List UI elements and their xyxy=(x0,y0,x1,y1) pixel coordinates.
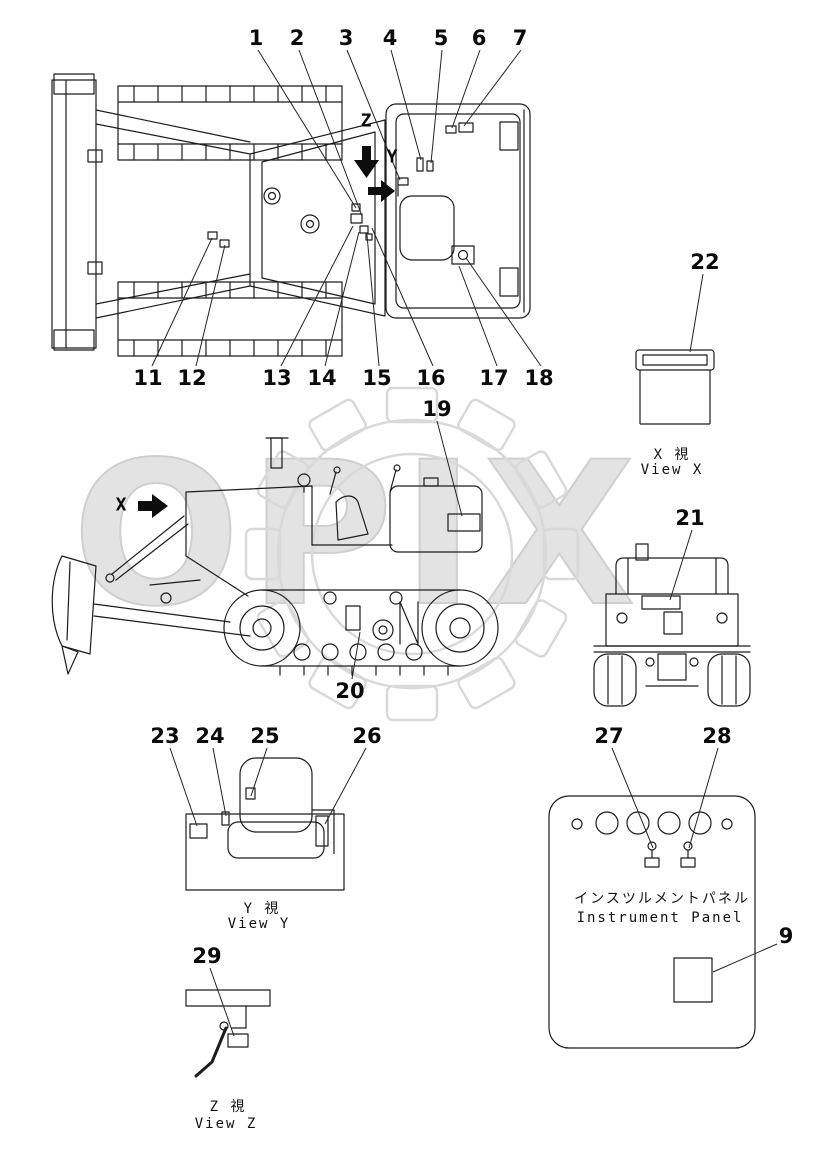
instrument-panel-figure xyxy=(548,795,756,1049)
view-z-caption-jp: Z 視 xyxy=(209,1099,247,1115)
callout-18: 18 xyxy=(524,366,554,390)
side-view-drawing xyxy=(51,437,499,676)
view-x-caption-en: View X xyxy=(640,462,704,478)
callout-14: 14 xyxy=(307,366,337,390)
callout-leader-lines xyxy=(151,49,778,1037)
top-view-drawing xyxy=(51,73,531,357)
x-direction-arrow-icon xyxy=(138,494,168,518)
x-direction-label: X xyxy=(115,494,127,516)
callout-22: 22 xyxy=(690,250,720,274)
instrument-panel-caption-en: Instrument Panel xyxy=(576,910,744,926)
callout-17: 17 xyxy=(479,366,509,390)
callout-3: 3 xyxy=(338,26,354,50)
callout-9: 9 xyxy=(778,924,794,948)
callout-5: 5 xyxy=(433,26,449,50)
callout-27: 27 xyxy=(594,724,624,748)
callout-1: 1 xyxy=(248,26,264,50)
callout-25: 25 xyxy=(250,724,280,748)
callout-6: 6 xyxy=(471,26,487,50)
view-z-lever-figure xyxy=(185,989,271,1078)
callout-16: 16 xyxy=(416,366,446,390)
watermark-gear-icon xyxy=(244,386,580,722)
callout-4: 4 xyxy=(382,26,398,50)
callout-13: 13 xyxy=(262,366,292,390)
y-direction-arrow-icon xyxy=(368,180,395,202)
callout-19: 19 xyxy=(422,397,452,421)
rear-view-drawing xyxy=(593,543,751,707)
callout-23: 23 xyxy=(150,724,180,748)
callout-21: 21 xyxy=(675,506,705,530)
callout-29: 29 xyxy=(192,944,222,968)
callout-20: 20 xyxy=(335,679,365,703)
callout-28: 28 xyxy=(702,724,732,748)
view-x-caption-jp: X 視 xyxy=(653,447,691,463)
callout-2: 2 xyxy=(289,26,305,50)
instrument-panel-caption-jp: インスツルメントパネル xyxy=(574,891,750,907)
callout-24: 24 xyxy=(195,724,225,748)
view-y-seat-figure xyxy=(185,757,345,891)
view-y-caption-en: View Y xyxy=(227,916,291,932)
view-z-caption-en: View Z xyxy=(194,1116,258,1132)
callout-7: 7 xyxy=(512,26,528,50)
callout-26: 26 xyxy=(352,724,382,748)
view-x-figure xyxy=(635,349,715,425)
z-direction-arrow-icon xyxy=(354,146,379,178)
callout-11: 11 xyxy=(133,366,163,390)
z-direction-label: Z xyxy=(360,110,372,132)
y-direction-label: Y xyxy=(386,146,398,168)
callout-15: 15 xyxy=(362,366,392,390)
direction-arrows xyxy=(138,146,395,518)
view-y-caption-jp: Y 視 xyxy=(243,901,281,917)
callout-12: 12 xyxy=(177,366,207,390)
